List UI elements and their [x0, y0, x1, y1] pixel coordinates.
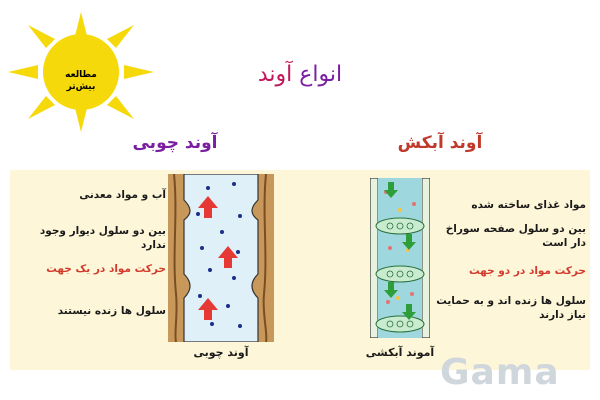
sun-icon	[8, 12, 154, 132]
xylem-caption: آوند چوبی	[193, 346, 249, 359]
phloem-label-direction: حرکت مواد در دو جهت	[469, 265, 586, 277]
page-title: انواع آوند	[257, 62, 343, 87]
xylem-label-direction: حرکت مواد در یک جهت	[46, 263, 166, 275]
phloem-heading: آوند آبکش	[397, 133, 483, 153]
diagram-panel	[10, 170, 590, 370]
phloem-label-cells: سلول ها زنده اند و به حمایت نیاز دارند	[436, 295, 586, 321]
phloem-label-food: مواد غذای ساخته شده	[471, 199, 586, 211]
xylem-label-wall: بین دو سلول دیوار وجود ندارد	[39, 225, 166, 251]
phloem-caption: آموند آبکشی	[365, 346, 435, 359]
xylem-diagram	[168, 174, 274, 342]
xylem-label-cells: سلول ها زنده نیستند	[57, 305, 166, 317]
xylem-label-water: آب و مواد معدنی	[79, 189, 166, 201]
phloem-diagram	[370, 178, 430, 338]
sun-badge-text: مطالعه بیش‌تر	[65, 70, 97, 92]
arrow-down-icon	[384, 182, 416, 320]
xylem-heading: آوند چوبی	[132, 133, 218, 153]
phloem-label-plate: بین دو سلول صفحه سوراخ دار است	[445, 223, 586, 249]
watermark-logo: Gama	[440, 352, 560, 393]
arrow-up-icon	[198, 196, 238, 320]
